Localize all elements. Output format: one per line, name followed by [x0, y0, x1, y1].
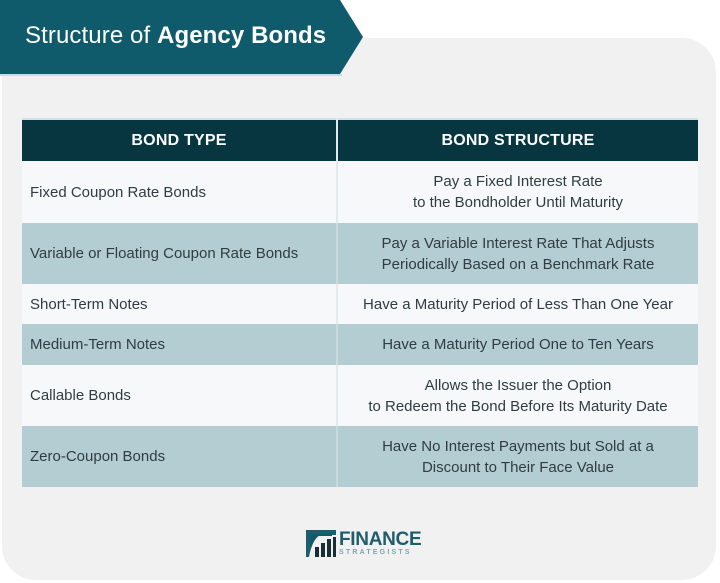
bond-type-cell: Fixed Coupon Rate Bonds	[22, 161, 337, 223]
table-row: Callable Bonds Allows the Issuer the Opt…	[22, 365, 698, 426]
structure-line: Discount to Their Face Value	[421, 458, 615, 476]
bond-structure-cell: Have a Maturity Period of Less Than One …	[336, 284, 698, 324]
logo-text: FINANCE STRATEGISTS	[339, 528, 422, 557]
page-title-bold: Agency Bonds	[157, 22, 327, 49]
page-title-light: Structure of	[25, 22, 158, 49]
column-header-bond-structure: BOND STRUCTURE	[336, 119, 698, 161]
table-row: Fixed Coupon Rate Bonds Pay a Fixed Inte…	[22, 161, 698, 223]
bond-structure-cell: Have a Maturity Period One to Ten Years	[336, 324, 698, 365]
finance-strategists-logo-icon	[306, 530, 336, 557]
page-title: Structure of Agency Bonds	[25, 22, 326, 50]
bond-type-cell: Variable or Floating Coupon Rate Bonds	[22, 223, 337, 284]
bond-type-cell: Zero-Coupon Bonds	[22, 426, 337, 487]
bond-structure-cell: Allows the Issuer the Option to Redeem th…	[336, 365, 698, 426]
table-row: Zero-Coupon Bonds Have No Interest Payme…	[22, 426, 698, 487]
structure-line: Have No Interest Payments but Sold at a	[382, 437, 654, 455]
structure-line: Pay a Variable Interest Rate That Adjust…	[381, 234, 655, 252]
logo-finance-text: FINANCE	[339, 528, 422, 550]
finance-strategists-logo: FINANCE STRATEGISTS	[306, 528, 422, 558]
table-row: Variable or Floating Coupon Rate Bonds P…	[22, 223, 698, 284]
bond-structure-cell: Pay a Variable Interest Rate That Adjust…	[336, 223, 698, 284]
table-header-row: BOND TYPE BOND STRUCTURE	[22, 119, 698, 161]
structure-line: Have a Maturity Period of Less Than One …	[363, 295, 673, 313]
bond-type-cell: Short-Term Notes	[22, 284, 337, 324]
structure-line: to the Bondholder Until Maturity	[412, 194, 624, 211]
bond-structure-table: BOND TYPE BOND STRUCTURE Fixed Coupon Ra…	[22, 118, 698, 487]
table-row: Short-Term Notes Have a Maturity Period …	[22, 284, 698, 324]
structure-line: Pay a Fixed Interest Rate	[433, 173, 603, 190]
bond-structure-cell: Have No Interest Payments but Sold at a D…	[336, 426, 698, 487]
bond-type-cell: Medium-Term Notes	[22, 324, 337, 365]
structure-line: Have a Maturity Period One to Ten Years	[382, 336, 654, 353]
title-banner	[0, 0, 363, 74]
bond-structure-cell: Pay a Fixed Interest Rate to the Bondhold…	[336, 161, 698, 223]
column-header-bond-type: BOND TYPE	[22, 119, 337, 161]
logo-strategists-text: STRATEGISTS	[339, 548, 412, 556]
table-row: Medium-Term Notes Have a Maturity Period…	[22, 324, 698, 365]
banner-underline	[0, 74, 342, 76]
structure-line: Periodically Based on a Benchmark Rate	[381, 255, 655, 273]
structure-line: to Redeem the Bond Before Its Maturity D…	[368, 397, 668, 415]
bond-type-cell: Callable Bonds	[22, 365, 337, 426]
structure-line: Allows the Issuer the Option	[424, 376, 612, 394]
